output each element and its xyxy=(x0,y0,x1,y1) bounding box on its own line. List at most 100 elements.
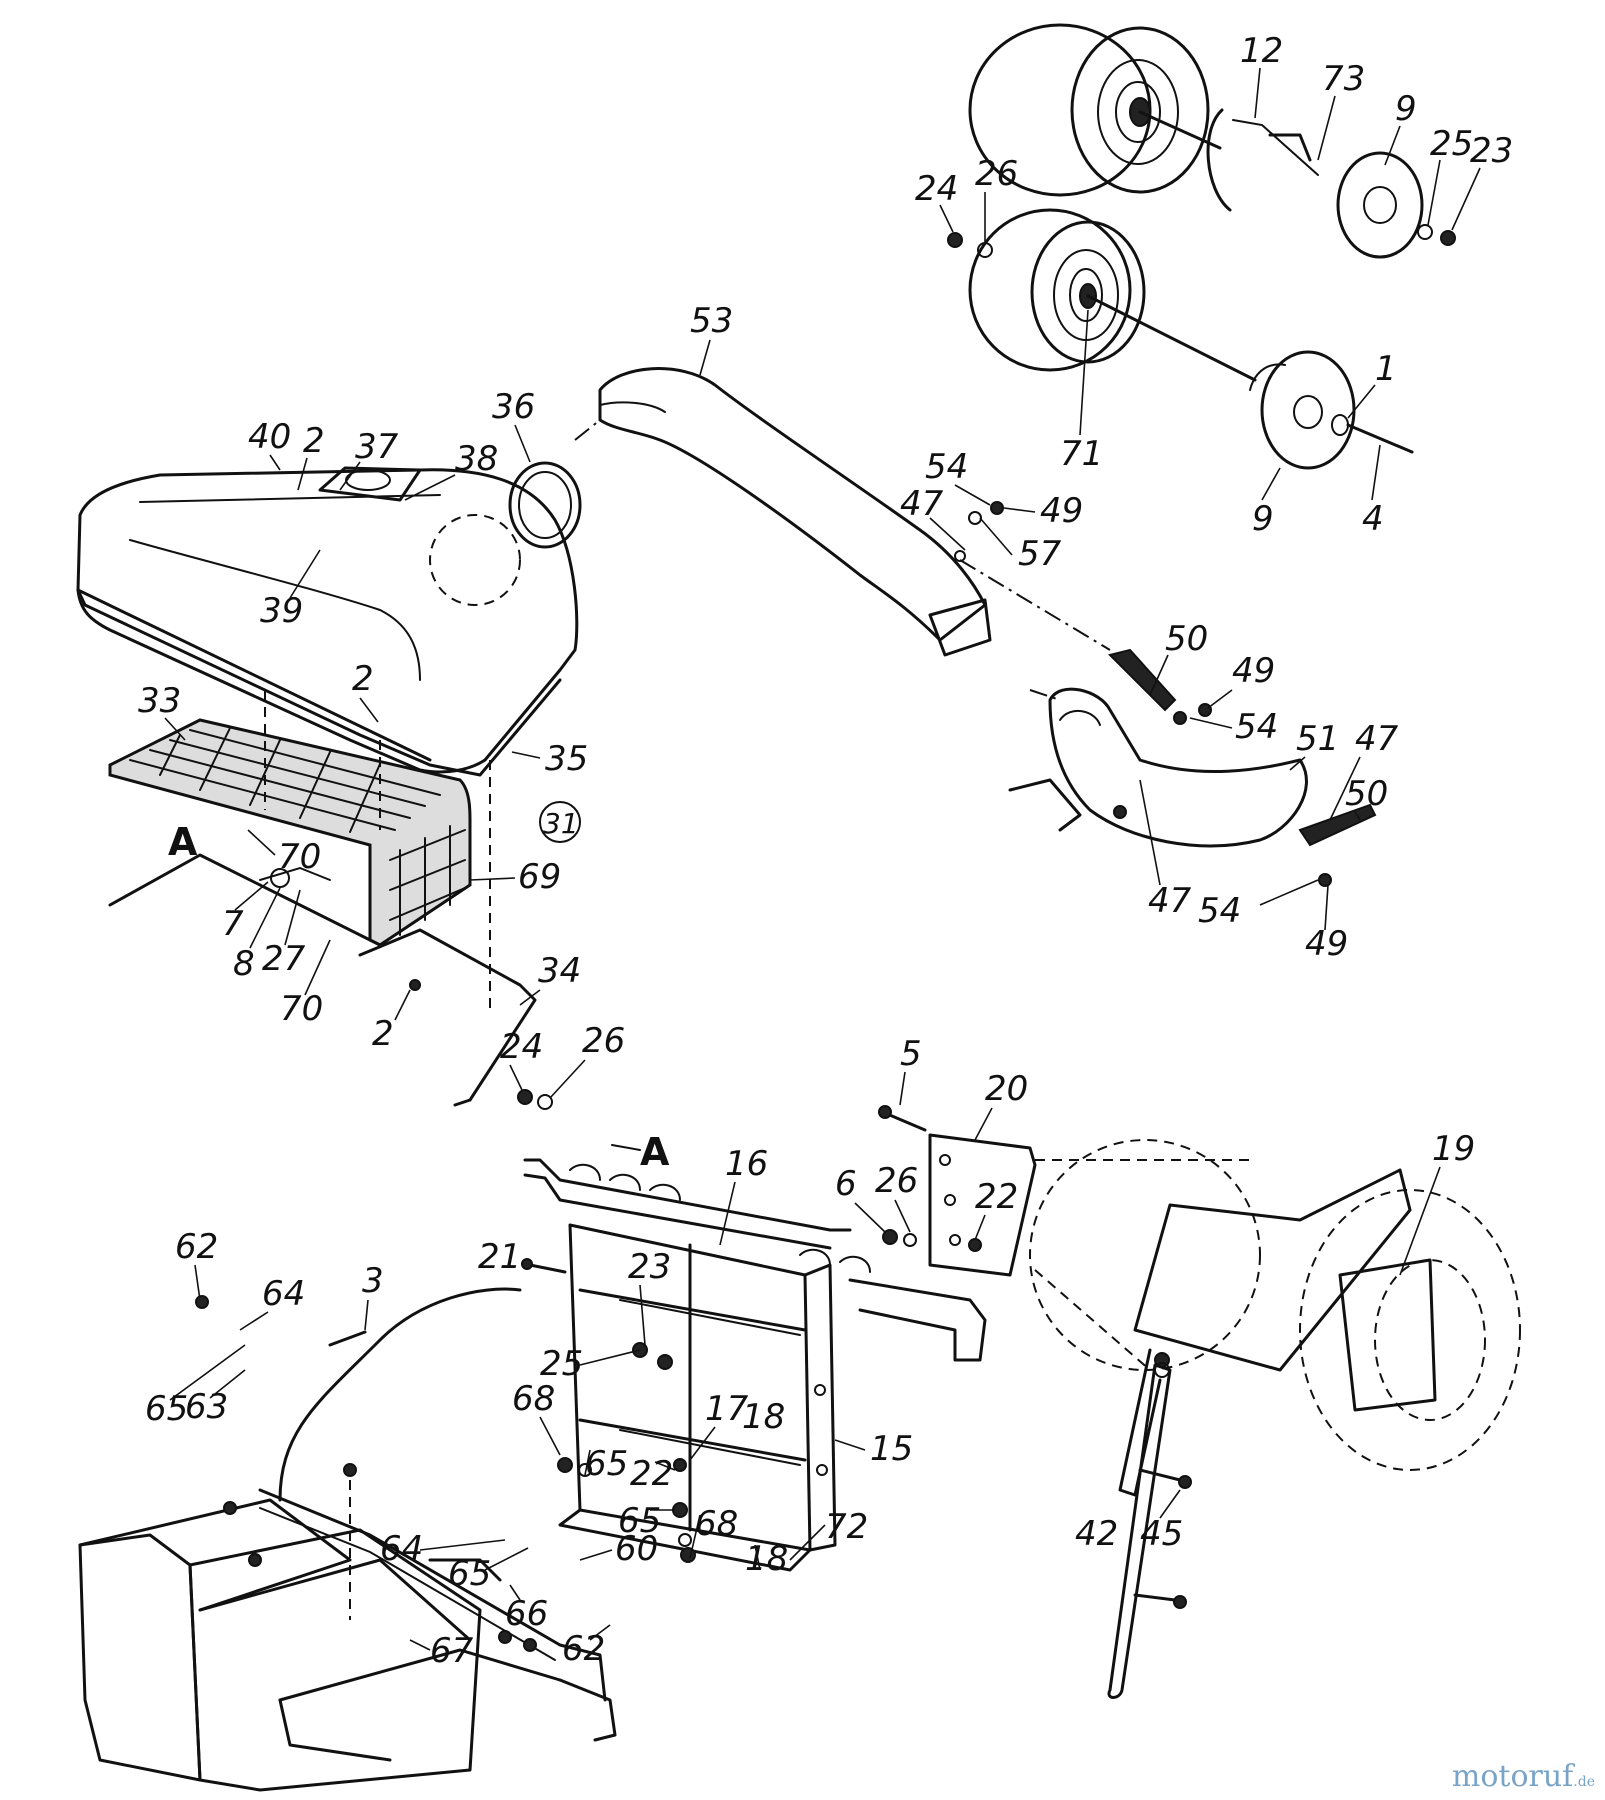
callout-15: 15 xyxy=(870,1429,913,1469)
callout-47: 47 xyxy=(1148,881,1192,921)
callout-20: 20 xyxy=(985,1069,1028,1109)
callout-2: 2 xyxy=(303,421,325,461)
callout-65: 65 xyxy=(448,1554,491,1594)
fender-plate xyxy=(1118,1168,1437,1497)
chute-53 xyxy=(574,367,992,657)
wheel-hub-cap-lower xyxy=(1249,350,1356,470)
callout-68: 68 xyxy=(695,1504,738,1544)
callout-26: 26 xyxy=(975,154,1018,194)
callout-40: 40 xyxy=(248,417,291,457)
callout-54: 54 xyxy=(1198,891,1241,931)
callout-7: 7 xyxy=(222,904,244,944)
callout-27: 27 xyxy=(262,939,306,979)
pivot-rod xyxy=(523,1158,987,1362)
ring-36 xyxy=(508,461,582,549)
callout-39: 39 xyxy=(260,591,303,631)
callout-31-circle xyxy=(539,801,581,843)
section-marker-a-bottom: A xyxy=(640,1130,670,1174)
callout-47: 47 xyxy=(900,484,944,524)
callout-26: 26 xyxy=(582,1021,625,1061)
callout-18: 18 xyxy=(742,1397,785,1437)
callout-68: 68 xyxy=(512,1379,555,1419)
rear-wheel-upper xyxy=(968,23,1222,197)
callout-65: 65 xyxy=(585,1444,628,1484)
callout-25: 25 xyxy=(540,1344,583,1384)
wheel-bolt-4 xyxy=(1331,414,1414,454)
callout-2: 2 xyxy=(352,659,374,699)
callout-22: 22 xyxy=(975,1177,1018,1217)
dashed-guides-hood xyxy=(264,690,491,1015)
callout-2: 2 xyxy=(372,1014,394,1054)
callout-24: 24 xyxy=(915,169,958,209)
motoruf-watermark: motoruf.de xyxy=(1452,1759,1595,1794)
callout-6: 6 xyxy=(835,1164,857,1204)
tractor-wheel-outline xyxy=(1029,1139,1521,1471)
callout-67: 67 xyxy=(430,1631,474,1671)
screen-handle-rod xyxy=(108,853,382,947)
callout-33: 33 xyxy=(138,681,181,721)
bag-frame-rail xyxy=(223,1463,617,1762)
callout-49: 49 xyxy=(1232,651,1275,691)
callout-42: 42 xyxy=(1075,1514,1118,1554)
callout-71: 71 xyxy=(1060,434,1103,474)
callout-24: 24 xyxy=(500,1027,543,1067)
callout-65: 65 xyxy=(618,1501,661,1541)
wheel-hub-cap-upper xyxy=(1206,108,1424,259)
callout-45: 45 xyxy=(1140,1514,1183,1554)
callout-17: 17 xyxy=(705,1389,749,1429)
callout-19: 19 xyxy=(1432,1129,1475,1169)
bracket-plate-20 xyxy=(878,1105,1037,1277)
bag-hanger-cable xyxy=(278,1287,522,1620)
callout-63: 63 xyxy=(185,1387,228,1427)
grass-bag-left xyxy=(78,1498,352,1782)
callout-53: 53 xyxy=(690,301,733,341)
callout-8: 8 xyxy=(233,944,255,984)
mounting-frame xyxy=(558,1223,837,1572)
callout-62: 62 xyxy=(562,1629,605,1669)
callout-4: 4 xyxy=(1362,499,1384,539)
callout-62: 62 xyxy=(175,1227,218,1267)
callout-18: 18 xyxy=(745,1539,788,1579)
small-hardware-chute xyxy=(954,501,1187,819)
callout-72: 72 xyxy=(825,1507,868,1547)
lever-rod-34 xyxy=(358,928,537,1107)
callout-70: 70 xyxy=(280,989,323,1029)
grass-catcher-hood xyxy=(76,466,579,777)
callout-47: 47 xyxy=(1355,719,1399,759)
callout-36: 36 xyxy=(492,387,535,427)
callout-35: 35 xyxy=(545,739,588,779)
callout-12: 12 xyxy=(1240,31,1283,71)
callout-69: 69 xyxy=(518,857,561,897)
callout-26: 26 xyxy=(875,1161,918,1201)
callout-50: 50 xyxy=(1165,619,1208,659)
chute-elbow-51 xyxy=(959,559,1377,887)
small-washers-top xyxy=(947,224,1456,258)
callout-5: 5 xyxy=(900,1034,922,1074)
watermark-tld: .de xyxy=(1573,1774,1595,1790)
callout-70: 70 xyxy=(278,837,321,877)
callout-34: 34 xyxy=(538,951,581,991)
rod-42-and-bolt-45 xyxy=(1107,1362,1187,1699)
watermark-brand: motoruf xyxy=(1451,1759,1574,1794)
callout-23: 23 xyxy=(1470,131,1513,171)
callout-50: 50 xyxy=(1345,774,1388,814)
callout-23: 23 xyxy=(628,1247,671,1287)
rear-wheel-lower xyxy=(968,208,1257,382)
callout-31: 31 xyxy=(543,807,579,840)
callout-65: 65 xyxy=(145,1389,188,1429)
callout-9: 9 xyxy=(1252,499,1274,539)
callout-54: 54 xyxy=(1235,707,1278,747)
callout-25: 25 xyxy=(1430,124,1473,164)
callout-49: 49 xyxy=(1305,924,1348,964)
callout-66: 66 xyxy=(505,1594,548,1634)
callout-3: 3 xyxy=(362,1261,384,1301)
callout-labels: 40 2 37 38 39 36 53 12 73 9 25 23 24 26 … xyxy=(138,31,1513,1671)
callout-60: 60 xyxy=(615,1529,658,1569)
callout-49: 49 xyxy=(1040,491,1083,531)
callout-21: 21 xyxy=(478,1237,521,1277)
callout-22: 22 xyxy=(630,1454,673,1494)
callout-16: 16 xyxy=(725,1144,768,1184)
section-marker-a-top: A xyxy=(168,820,198,864)
callout-73: 73 xyxy=(1322,59,1365,99)
callout-64: 64 xyxy=(380,1529,423,1569)
